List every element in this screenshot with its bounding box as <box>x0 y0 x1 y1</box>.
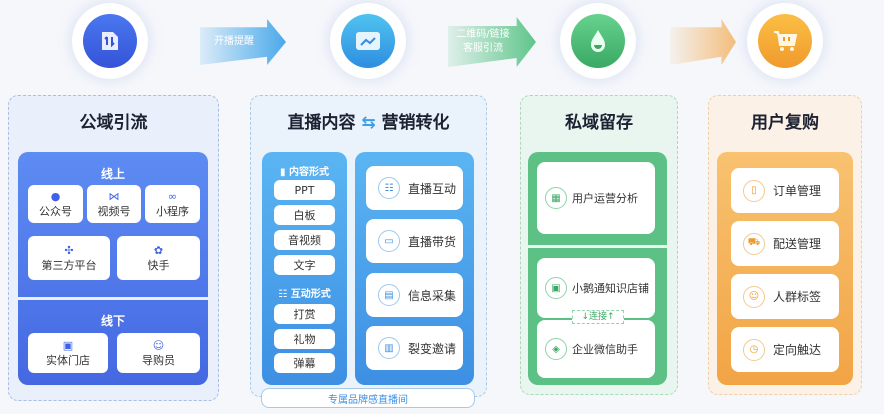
public-channels-card: 线上 ●公众号 ⋈视频号 ∞小程序 ✣第三方平台 ✿快手 线下 ▣实体门店 ☺导… <box>18 152 208 385</box>
analytics-icon: ▦ <box>545 187 567 209</box>
private-item-knowledge-store: ▣小鹅通知识店铺 <box>537 258 655 318</box>
content-item: 白板 <box>274 205 335 225</box>
private-item-wecom-assistant: ◈企业微信助手 <box>537 320 655 378</box>
marketing-item-live-commerce: ▭直播带货 <box>366 219 463 263</box>
section-title: 用户复购 <box>751 113 819 133</box>
marketing-item-live-interaction: ☷直播互动 <box>366 166 463 210</box>
channel-shopping-guide: ☺导购员 <box>117 333 200 373</box>
people-icon: ☷ <box>378 177 400 199</box>
swap-icon: ⇆ <box>361 113 376 133</box>
section-title: 公域引流 <box>79 113 148 133</box>
clipboard-icon: ▯ <box>743 179 765 202</box>
live-content-card: ▮ 内容形式 PPT 白板 音视频 文字 ☷ 互动形式 打赏 礼物 弹幕 <box>262 152 347 385</box>
channel-store: ▣实体门店 <box>28 333 108 373</box>
private-domain-card: ▦用户运营分析 ▣小鹅通知识店铺 ↓连接↑ ◈企业微信助手 <box>528 152 667 385</box>
interact-item: 礼物 <box>274 329 335 349</box>
interact-item: 弹幕 <box>274 353 335 373</box>
content-item: 音视频 <box>274 230 335 250</box>
arrow-label-line1: 二维码/链接 <box>456 29 510 40</box>
section-title: 私域留存 <box>565 113 633 133</box>
marketing-card: ☷直播互动 ▭直播带货 ▤信息采集 ▥裂变邀请 <box>355 152 474 385</box>
arrow-label-line2: 客服引流 <box>463 43 503 54</box>
stage2-icon-circle <box>330 3 406 79</box>
arrow-label: 开播提醒 <box>214 36 254 47</box>
store-icon: ▣ <box>545 277 567 299</box>
private-item-user-analytics: ▦用户运营分析 <box>537 162 655 234</box>
channel-wechat-official: ●公众号 <box>28 185 83 223</box>
flow-arrow-3 <box>670 19 736 65</box>
user-icon: ☺ <box>743 285 765 308</box>
divider <box>528 245 667 248</box>
section-title: 直播内容 ⇆ 营销转化 <box>287 113 450 133</box>
marketing-item-info-collection: ▤信息采集 <box>366 273 463 317</box>
clock-icon: ◷ <box>743 338 765 361</box>
divider <box>18 297 208 300</box>
channel-mini-program: ∞小程序 <box>145 185 200 223</box>
link-icon: ◈ <box>545 338 567 360</box>
content-item: PPT <box>274 180 335 200</box>
marketing-item-referral: ▥裂变邀请 <box>366 326 463 370</box>
form-icon: ▤ <box>378 284 400 306</box>
connect-label: ↓连接↑ <box>572 310 624 324</box>
interact-form-label: ☷ 互动形式 <box>278 289 331 300</box>
content-item: 文字 <box>274 255 335 275</box>
channel-video: ⋈视频号 <box>87 185 141 223</box>
shopping-cart-icon <box>758 14 812 68</box>
online-label: 线上 <box>100 167 125 181</box>
content-form-label: ▮ 内容形式 <box>280 167 329 178</box>
repurchase-item-audience-tags: ☺人群标签 <box>731 274 839 319</box>
flow-arrow-1: 开播提醒 <box>200 19 286 65</box>
interact-item: 打赏 <box>274 304 335 324</box>
flow-arrow-2: 二维码/链接客服引流 <box>448 17 536 67</box>
brand-live-room-banner: 专属品牌感直播间 <box>261 388 475 408</box>
chart-monitor-icon <box>341 14 395 68</box>
stage1-icon-circle <box>72 3 148 79</box>
offline-label: 线下 <box>100 314 125 328</box>
repurchase-card: ▯订单管理 ⛟配送管理 ☺人群标签 ◷定向触达 <box>717 152 853 385</box>
channel-third-party: ✣第三方平台 <box>28 236 110 280</box>
repurchase-item-orders: ▯订单管理 <box>731 168 839 213</box>
stage4-icon-circle <box>747 3 823 79</box>
water-drop-icon <box>571 14 625 68</box>
bar-chart-icon: ▥ <box>378 337 400 359</box>
repurchase-item-targeted-reach: ◷定向触达 <box>731 327 839 372</box>
document-icon <box>83 14 137 68</box>
repurchase-item-delivery: ⛟配送管理 <box>731 221 839 266</box>
truck-icon: ⛟ <box>743 232 765 255</box>
bag-icon: ▭ <box>378 230 400 252</box>
channel-kuaishou: ✿快手 <box>117 236 200 280</box>
stage3-icon-circle <box>560 3 636 79</box>
